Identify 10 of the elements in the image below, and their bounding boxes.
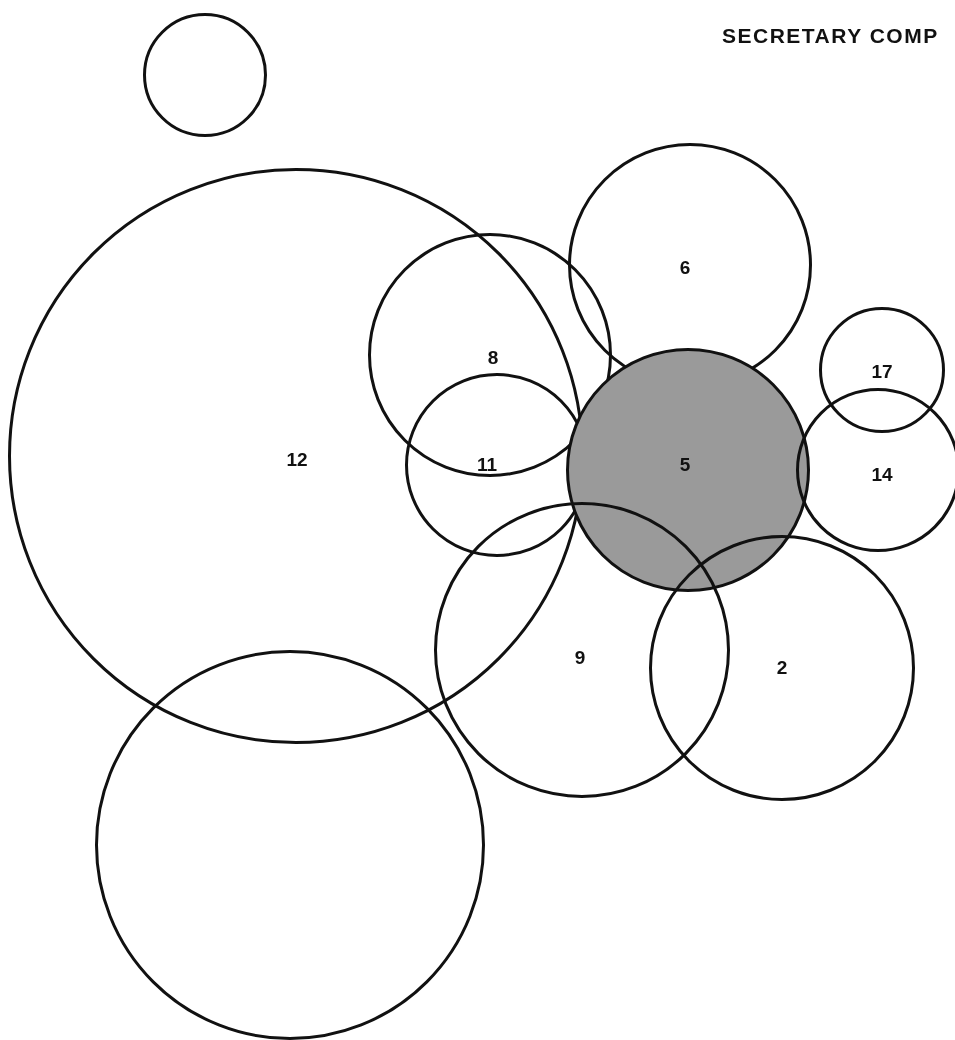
title: SECRETARY COMP	[722, 24, 939, 48]
circle-number: 9	[574, 647, 586, 669]
circle-number: 11	[476, 454, 498, 476]
circle-number: 2	[776, 657, 788, 679]
circle-number: 17	[871, 361, 893, 383]
circle-number: 14	[871, 464, 893, 486]
circle-number: 8	[487, 347, 499, 369]
circle-number: 12	[286, 449, 308, 471]
circle-number: 6	[679, 257, 691, 279]
circle-number: 5	[679, 454, 691, 476]
